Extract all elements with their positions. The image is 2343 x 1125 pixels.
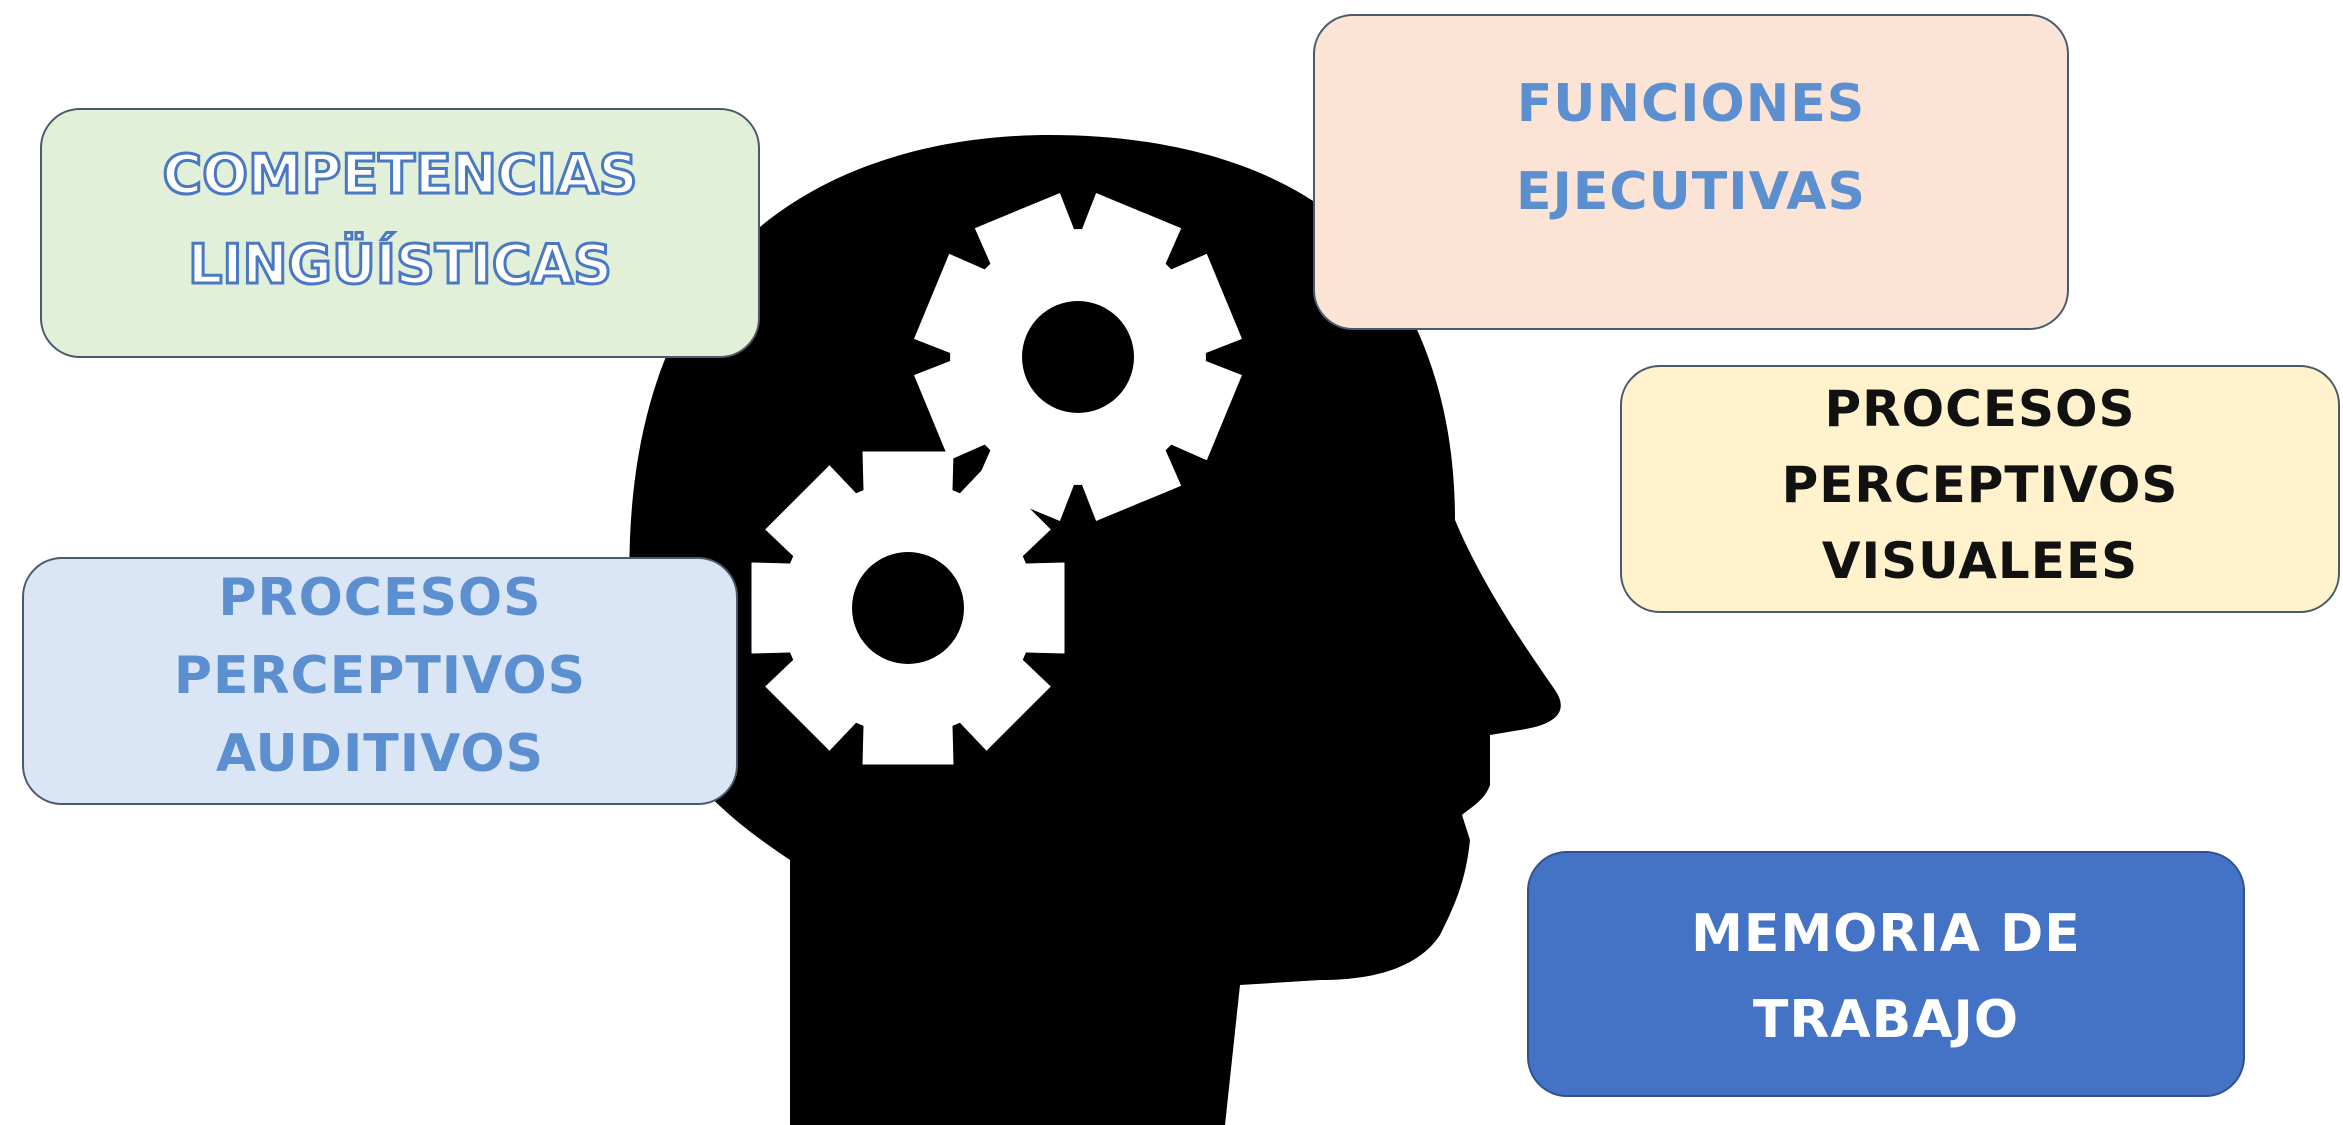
box-label-line: PERCEPTIVOS [1781,456,2179,514]
box-label-line: FUNCIONES [1516,74,1866,134]
box-label-line: COMPETENCIAS [161,142,639,208]
box-label-line: PROCESOS [218,568,542,628]
box-label-line: AUDITIVOS [215,724,545,784]
procesos-perceptivos-visuales-box: PROCESOS PERCEPTIVOS VISUALEES [1620,365,2340,613]
box-label-line: VISUALEES [1821,532,2139,590]
box-label-line: MEMORIA DE [1691,904,2081,964]
head-silhouette-icon [629,135,1561,1125]
box-label-line: TRABAJO [1752,990,2020,1050]
box-label-line: PROCESOS [1824,380,2136,438]
gear-hole [1022,301,1134,413]
procesos-perceptivos-auditivos-box: PROCESOS PERCEPTIVOS AUDITIVOS [22,557,738,805]
box-label-line: PERCEPTIVOS [173,646,587,706]
funciones-ejecutivas-box: FUNCIONES EJECUTIVAS [1313,14,2069,330]
box-label-line: EJECUTIVAS [1515,162,1866,222]
memoria-de-trabajo-box: MEMORIA DE TRABAJO [1527,851,2245,1097]
gear-hole [852,552,964,664]
competencias-linguisticas-box: COMPETENCIAS LINGÜÍSTICAS [40,108,760,358]
box-label-line: LINGÜÍSTICAS [186,232,613,298]
